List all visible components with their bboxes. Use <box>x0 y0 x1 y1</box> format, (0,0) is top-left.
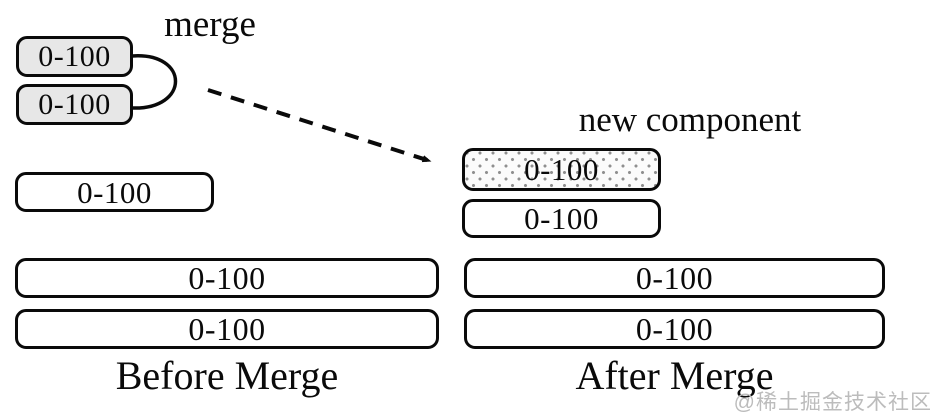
after-wide-component-box-1: 0-100 <box>464 258 885 298</box>
after-merge-caption: After Merge <box>575 353 774 398</box>
merge-dashed-arrow <box>207 88 432 163</box>
after-wide-component-box-2: 0-100 <box>464 309 885 349</box>
new-component-label: new component <box>578 100 802 139</box>
before-wide-component-box-1: 0-100 <box>15 258 439 298</box>
after-new-component-box: 0-100 <box>462 148 661 191</box>
before-small-component-box-1: 0-100 <box>16 36 133 77</box>
before-medium-component-box: 0-100 <box>15 172 214 212</box>
watermark: @稀土掘金技术社区 <box>733 391 932 414</box>
before-small-component-box-2: 0-100 <box>16 84 133 125</box>
after-medium-component-box: 0-100 <box>462 199 661 238</box>
merge-label: merge <box>164 4 256 45</box>
before-merge-caption: Before Merge <box>115 353 339 398</box>
merge-bracket-arc <box>131 54 178 110</box>
before-wide-component-box-2: 0-100 <box>15 309 439 349</box>
